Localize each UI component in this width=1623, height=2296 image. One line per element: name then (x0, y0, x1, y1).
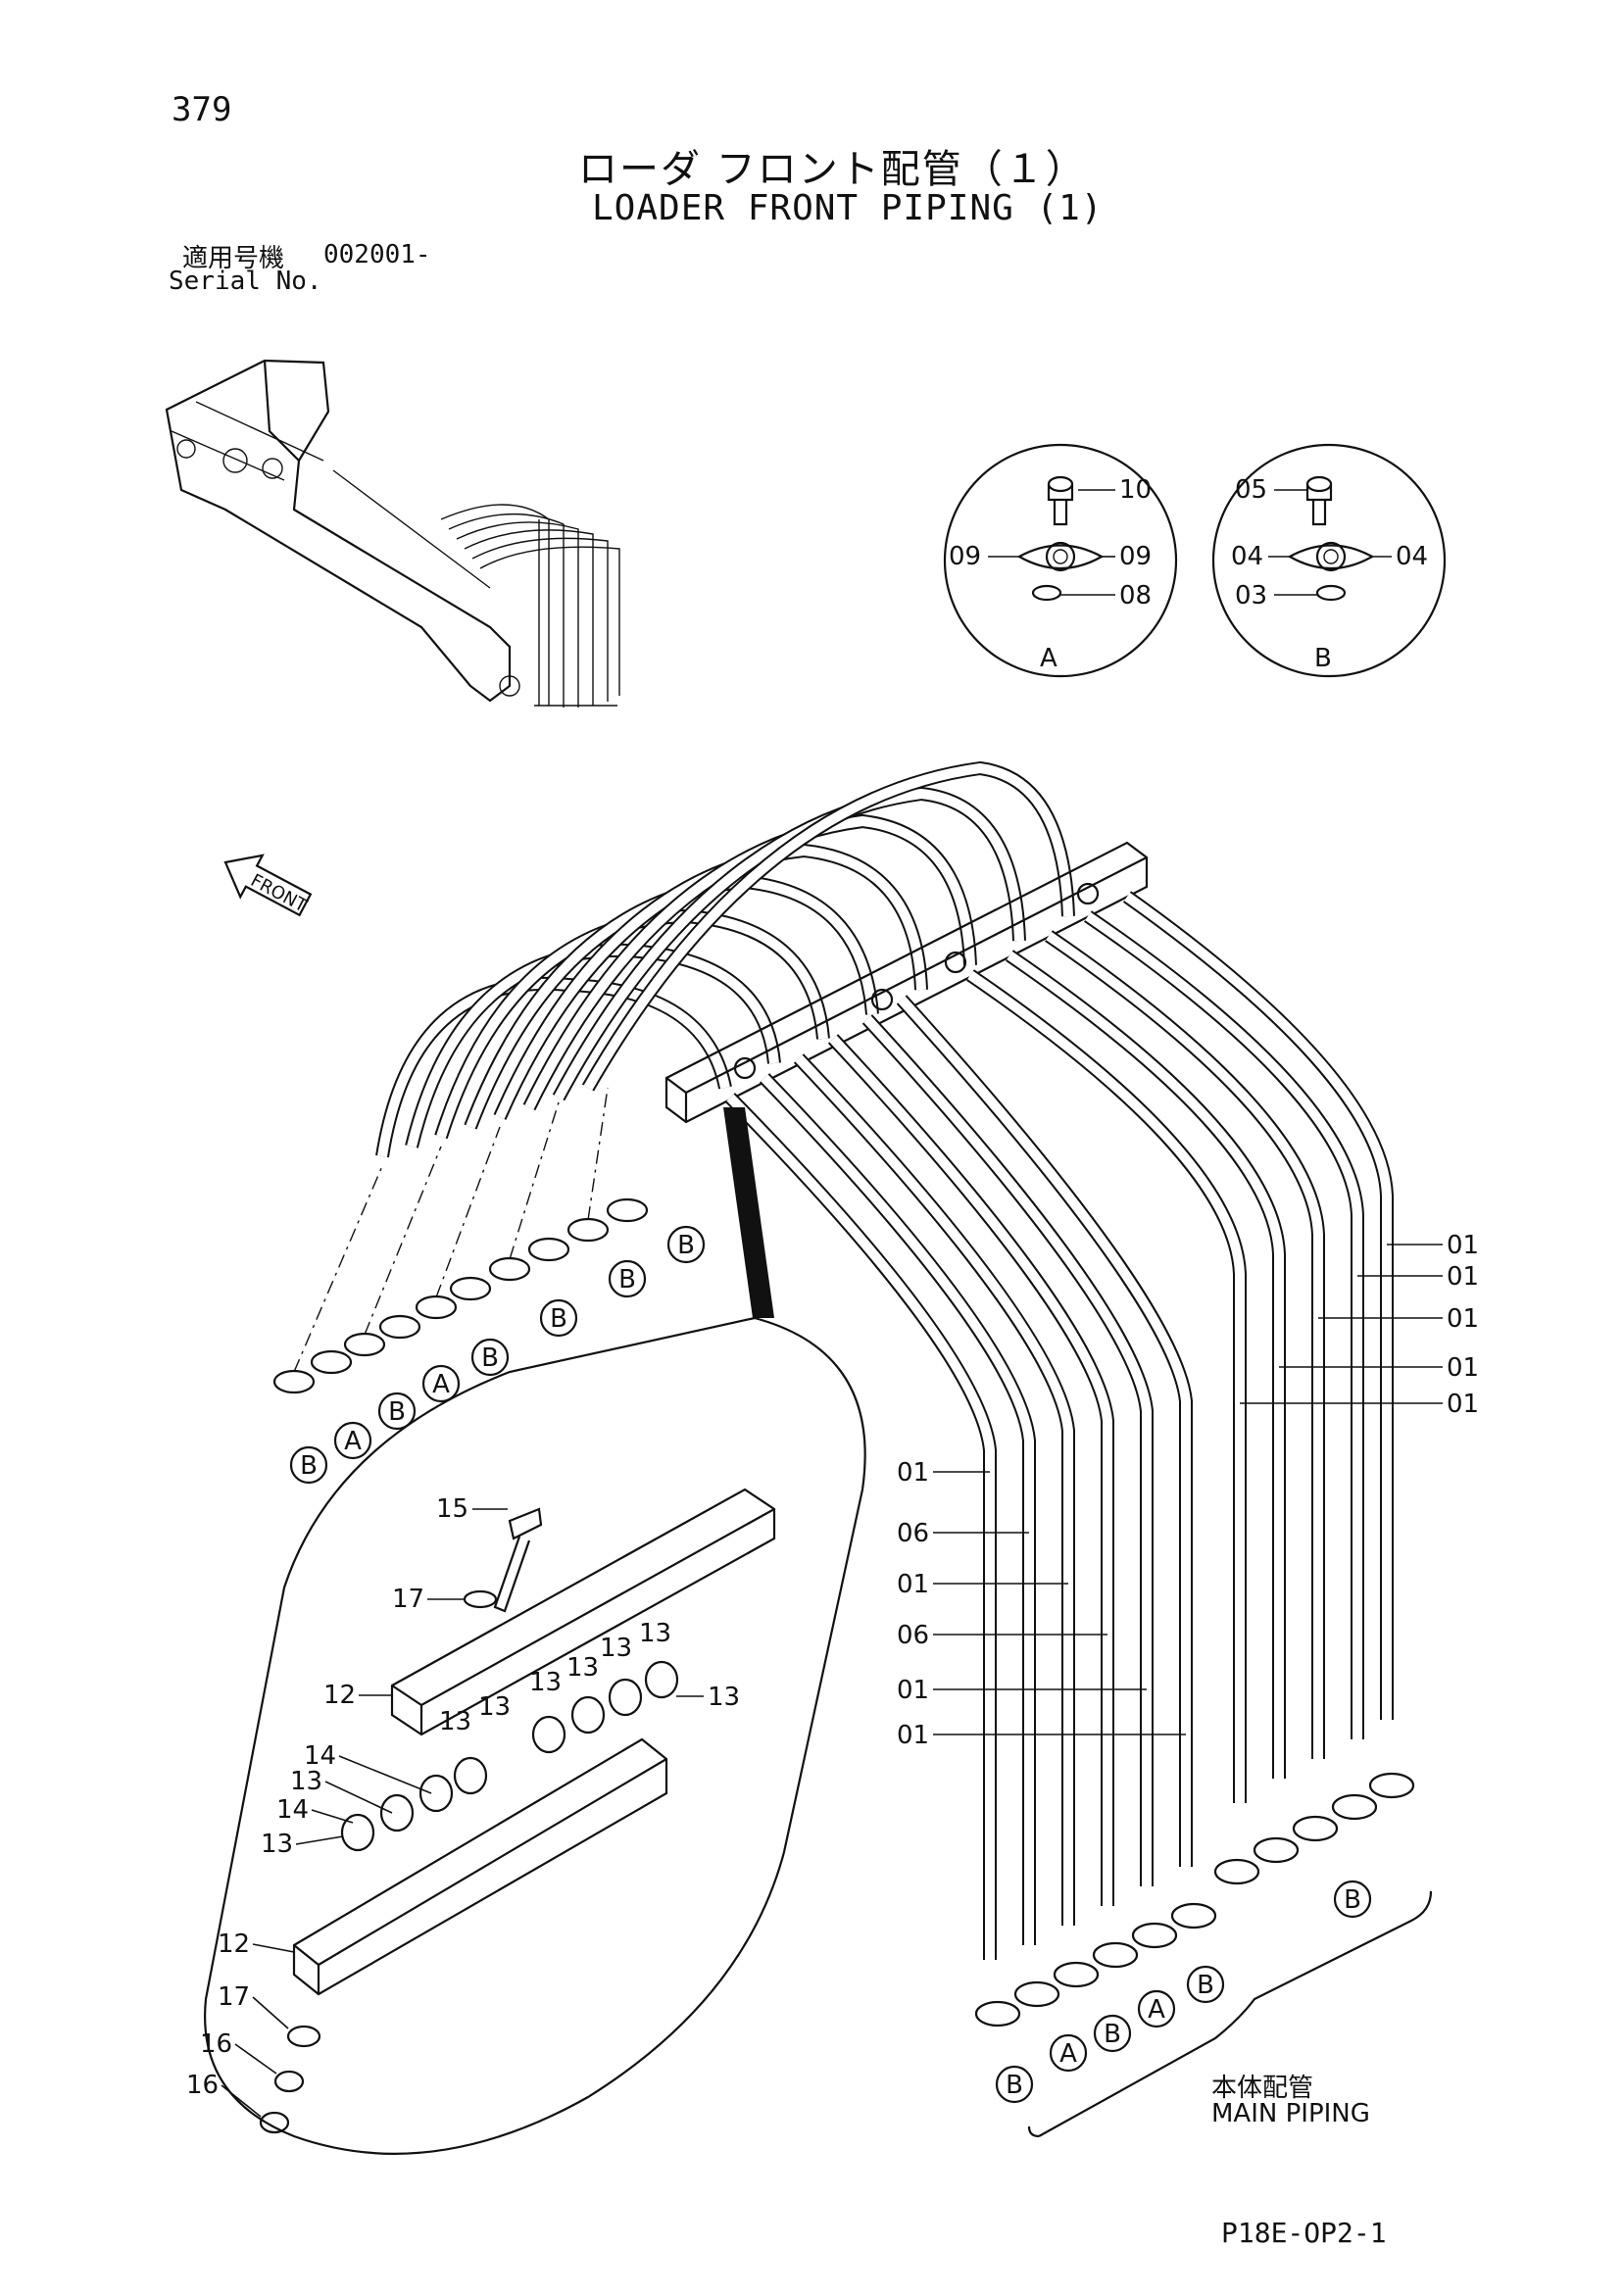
marker-top-3: B (550, 1304, 567, 1334)
hose-callouts-right: 01 01 01 01 01 (1240, 1231, 1479, 1419)
hose-callout-left-3: 01 (897, 1570, 929, 1599)
clamp-label-12: 13 (290, 1767, 322, 1796)
hose-bundle-vertical (725, 891, 1394, 1960)
main-piping-flanges (974, 1772, 1433, 2138)
clamp-label-13: 14 (276, 1795, 309, 1825)
clamp-label-1: 15 (436, 1494, 468, 1524)
serial-label-jp: 適用号機 (182, 244, 285, 273)
clamp-label-4: 13 (439, 1707, 471, 1736)
marker-left-4: A (1148, 1995, 1165, 2025)
detail-b-oring-label: 03 (1235, 581, 1267, 611)
detail-a-bolt (1047, 475, 1074, 526)
detail-a-oring (1031, 584, 1062, 602)
detail-b-flange-left-label: 04 (1231, 542, 1263, 571)
page-title-en: LOADER FRONT PIPING (1) (592, 188, 1104, 228)
hose-bundle-arches (375, 760, 1075, 1158)
marker-right-1: B (1344, 1885, 1361, 1915)
boom-overview (165, 359, 620, 708)
page-number: 379 (172, 90, 232, 129)
clamp-label-9: 13 (639, 1619, 671, 1648)
clamp-label-2: 17 (392, 1585, 424, 1614)
clamp-label-7: 13 (566, 1653, 599, 1683)
hose-callout-left-5: 01 (897, 1676, 929, 1705)
clamp-label-11: 14 (304, 1741, 336, 1771)
detail-b-letter: B (1314, 644, 1332, 673)
detail-b-bolt-label: 05 (1235, 475, 1267, 505)
main-piping-label-jp: 本体配管 (1211, 2074, 1314, 2103)
clamp-label-10: 13 (708, 1683, 740, 1712)
hose-callout-right-1: 01 (1447, 1231, 1479, 1260)
clamp-detail-pointer (723, 1107, 774, 1318)
main-piping-label-en: MAIN PIPING (1211, 2099, 1370, 2128)
clamp-label-3: 12 (323, 1681, 356, 1710)
marker-top-5: A (432, 1370, 450, 1399)
serial-label-en: Serial No. (169, 267, 322, 296)
detail-a-bolt-label: 10 (1119, 475, 1152, 505)
marker-top-8: B (300, 1451, 318, 1481)
marker-top-4: B (481, 1343, 499, 1373)
hose-callout-left-6: 01 (897, 1721, 929, 1750)
marker-top-2: B (618, 1265, 636, 1295)
clamp-detail (204, 1316, 866, 2155)
detail-a-flange-right-label: 09 (1119, 542, 1152, 571)
clamp-label-16: 17 (218, 1982, 250, 2012)
clamp-label-5: 13 (478, 1692, 511, 1722)
detail-a: 10 09 09 08 A (943, 443, 1178, 678)
document-code: P18E-OP2-1 (1221, 2217, 1387, 2249)
hose-callout-right-4: 01 (1447, 1353, 1479, 1383)
detail-b: 05 04 04 03 B (1211, 443, 1447, 678)
flange-markers: B B B B A B A B B A B A B B (289, 1225, 1372, 2104)
clamp-label-15: 12 (218, 1930, 250, 1959)
detail-a-letter: A (1040, 644, 1057, 673)
detail-b-oring (1315, 584, 1347, 602)
page-title-jp: ローダ フロント配管（１） (578, 147, 1087, 192)
marker-left-2: A (1059, 2039, 1077, 2069)
front-arrow: FRONT (223, 854, 313, 917)
hose-callout-left-4: 06 (897, 1621, 929, 1650)
marker-left-5: B (1197, 1971, 1214, 2000)
hose-callout-right-3: 01 (1447, 1304, 1479, 1334)
clamp-label-18: 16 (186, 2071, 219, 2100)
overview-hoses (440, 504, 620, 708)
clamp-label-17: 16 (200, 2029, 232, 2059)
marker-top-1: B (677, 1231, 695, 1260)
detail-a-oring-label: 08 (1119, 581, 1152, 611)
hose-callout-right-2: 01 (1447, 1262, 1479, 1292)
detail-a-flange (1016, 541, 1105, 572)
detail-a-flange-left-label: 09 (949, 542, 981, 571)
clamp-label-14: 13 (261, 1830, 293, 1859)
hose-callout-left-2: 06 (897, 1519, 929, 1548)
hose-callouts-left: 01 06 01 06 01 01 (897, 1458, 1186, 1750)
marker-left-3: B (1104, 2020, 1121, 2049)
marker-top-7: A (344, 1427, 362, 1456)
marker-left-1: B (1006, 2071, 1023, 2100)
detail-b-flange-right-label: 04 (1396, 542, 1428, 571)
hose-callout-right-5: 01 (1447, 1390, 1479, 1419)
clamp-labels: 15 17 12 13 13 13 13 13 13 13 14 13 14 1… (186, 1494, 740, 2118)
serial-number: 002001- (323, 240, 431, 269)
detail-b-flange (1287, 541, 1375, 572)
bundle-clamp-bar (664, 841, 1149, 1124)
clamp-label-6: 13 (529, 1668, 562, 1697)
hose-callout-left-1: 01 (897, 1458, 929, 1488)
detail-b-bolt (1305, 475, 1333, 526)
top-flange-row (272, 1087, 649, 1394)
marker-top-6: B (388, 1397, 406, 1427)
clamp-label-8: 13 (600, 1634, 632, 1663)
